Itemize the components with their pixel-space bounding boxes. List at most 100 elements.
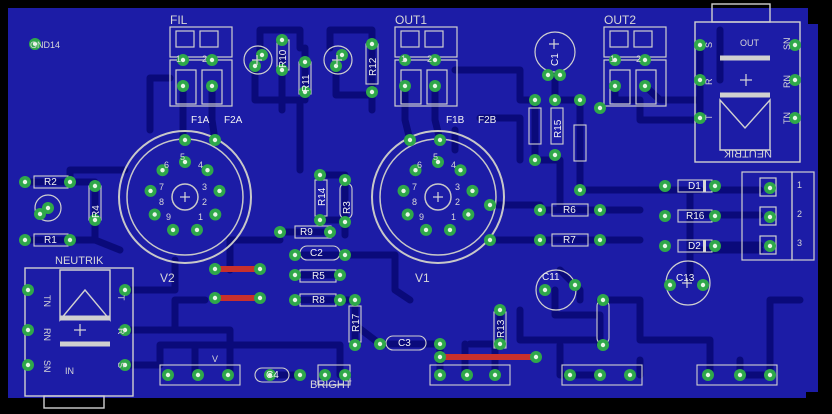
label-out-s: S	[704, 42, 714, 48]
pad-hole	[662, 213, 668, 219]
pad-hole	[737, 372, 743, 378]
v2-pin-6: 6	[164, 160, 169, 170]
pad-hole	[257, 266, 263, 272]
pad-hole	[225, 372, 231, 378]
pad-hole	[700, 282, 706, 288]
pad-hole	[413, 167, 418, 173]
pad-hole	[67, 237, 73, 243]
label-f1b: F1B	[446, 115, 465, 126]
pad-hole	[257, 295, 263, 301]
label-out-tn: TN	[782, 112, 792, 124]
label-c2: C2	[310, 248, 323, 259]
v2-pin-2: 2	[202, 197, 207, 207]
pad-hole	[712, 183, 718, 189]
v1-pin-8: 8	[412, 197, 417, 207]
pad-hole	[352, 342, 358, 348]
top-jumpers	[215, 266, 536, 360]
pad-hole	[180, 57, 186, 63]
pad-hole	[792, 77, 798, 83]
v2-pin-7: 7	[159, 182, 164, 192]
pad-hole	[369, 41, 375, 47]
pad-hole	[402, 57, 408, 63]
label-out-sn: SN	[782, 37, 792, 50]
label-gnd: GND14	[30, 40, 60, 50]
label-r7: R7	[563, 235, 576, 246]
label-out2-pin1: 1	[610, 54, 615, 64]
label-r8: R8	[312, 295, 325, 306]
v1-pin-3: 3	[455, 182, 460, 192]
pad-hole	[148, 188, 153, 194]
label-fil: FIL	[170, 13, 188, 27]
pad-hole	[292, 252, 298, 258]
label-d1: D1	[688, 181, 701, 192]
pad-hole	[767, 243, 773, 249]
pad-hole	[697, 115, 703, 121]
pad-hole	[642, 57, 648, 63]
label-c3: C3	[398, 338, 411, 349]
label-r14: R14	[317, 187, 328, 206]
pad-hole	[165, 372, 171, 378]
pad-hole	[432, 83, 438, 89]
label-in-tn: TN	[42, 295, 52, 307]
pad-hole	[572, 282, 578, 288]
pad-hole	[352, 297, 358, 303]
traces	[21, 26, 804, 379]
pad-hole	[212, 266, 218, 272]
pad-hole	[217, 188, 222, 194]
pad-hole	[292, 297, 298, 303]
v1-pin-1: 1	[451, 212, 456, 222]
pad-hole	[122, 362, 128, 368]
pad-hole	[437, 372, 443, 378]
v2-pin-1: 1	[198, 212, 203, 222]
label-r10: R10	[278, 49, 289, 68]
pad-hole	[557, 72, 563, 78]
pad-hole	[532, 157, 538, 163]
pad-hole	[537, 237, 543, 243]
v2-pin-8: 8	[159, 197, 164, 207]
pad-hole	[697, 42, 703, 48]
pad-hole	[470, 188, 475, 194]
label-in: IN	[65, 366, 74, 376]
pads	[19, 34, 801, 381]
label-in-t: T	[116, 295, 126, 301]
pad-hole	[492, 372, 498, 378]
pad-hole	[277, 229, 283, 235]
label-f2a: F2A	[224, 115, 243, 126]
label-c4: C4	[266, 370, 279, 381]
label-out1: OUT1	[395, 13, 427, 27]
pad-hole	[405, 212, 410, 217]
label-out2: OUT2	[604, 13, 636, 27]
v1-pin-2: 2	[455, 197, 460, 207]
pad-hole	[22, 179, 28, 185]
pad-hole	[302, 89, 308, 95]
pad-hole	[317, 172, 323, 178]
pad-hole	[497, 307, 503, 313]
label-in-sn: SN	[42, 360, 52, 373]
label-r4: R4	[91, 205, 102, 218]
label-fil-pin2: 2	[202, 54, 207, 64]
pad-hole	[537, 207, 543, 213]
pad-hole	[342, 252, 348, 258]
label-bright: BRIGHT	[310, 379, 352, 391]
pad-hole	[377, 341, 383, 347]
label-out-r: R	[704, 78, 714, 85]
pad-hole	[597, 207, 603, 213]
pad-hole	[401, 188, 406, 194]
pad-hole	[712, 213, 718, 219]
label-v2: V2	[160, 271, 175, 285]
v2-pin-4: 4	[198, 160, 203, 170]
pad-hole	[213, 212, 218, 217]
pad-hole	[279, 37, 285, 43]
pad-hole	[302, 59, 308, 65]
pad-hole	[259, 52, 265, 58]
label-in-s: S	[116, 362, 126, 368]
pad-hole	[160, 167, 165, 173]
pad-hole	[792, 42, 798, 48]
pad-hole	[458, 167, 463, 173]
label-r5: R5	[312, 271, 325, 282]
pad-hole	[542, 287, 548, 293]
label-neutrik-out: NEUTRIK	[723, 147, 772, 159]
pad-hole	[337, 297, 343, 303]
v1-pin-5: 5	[433, 152, 438, 162]
